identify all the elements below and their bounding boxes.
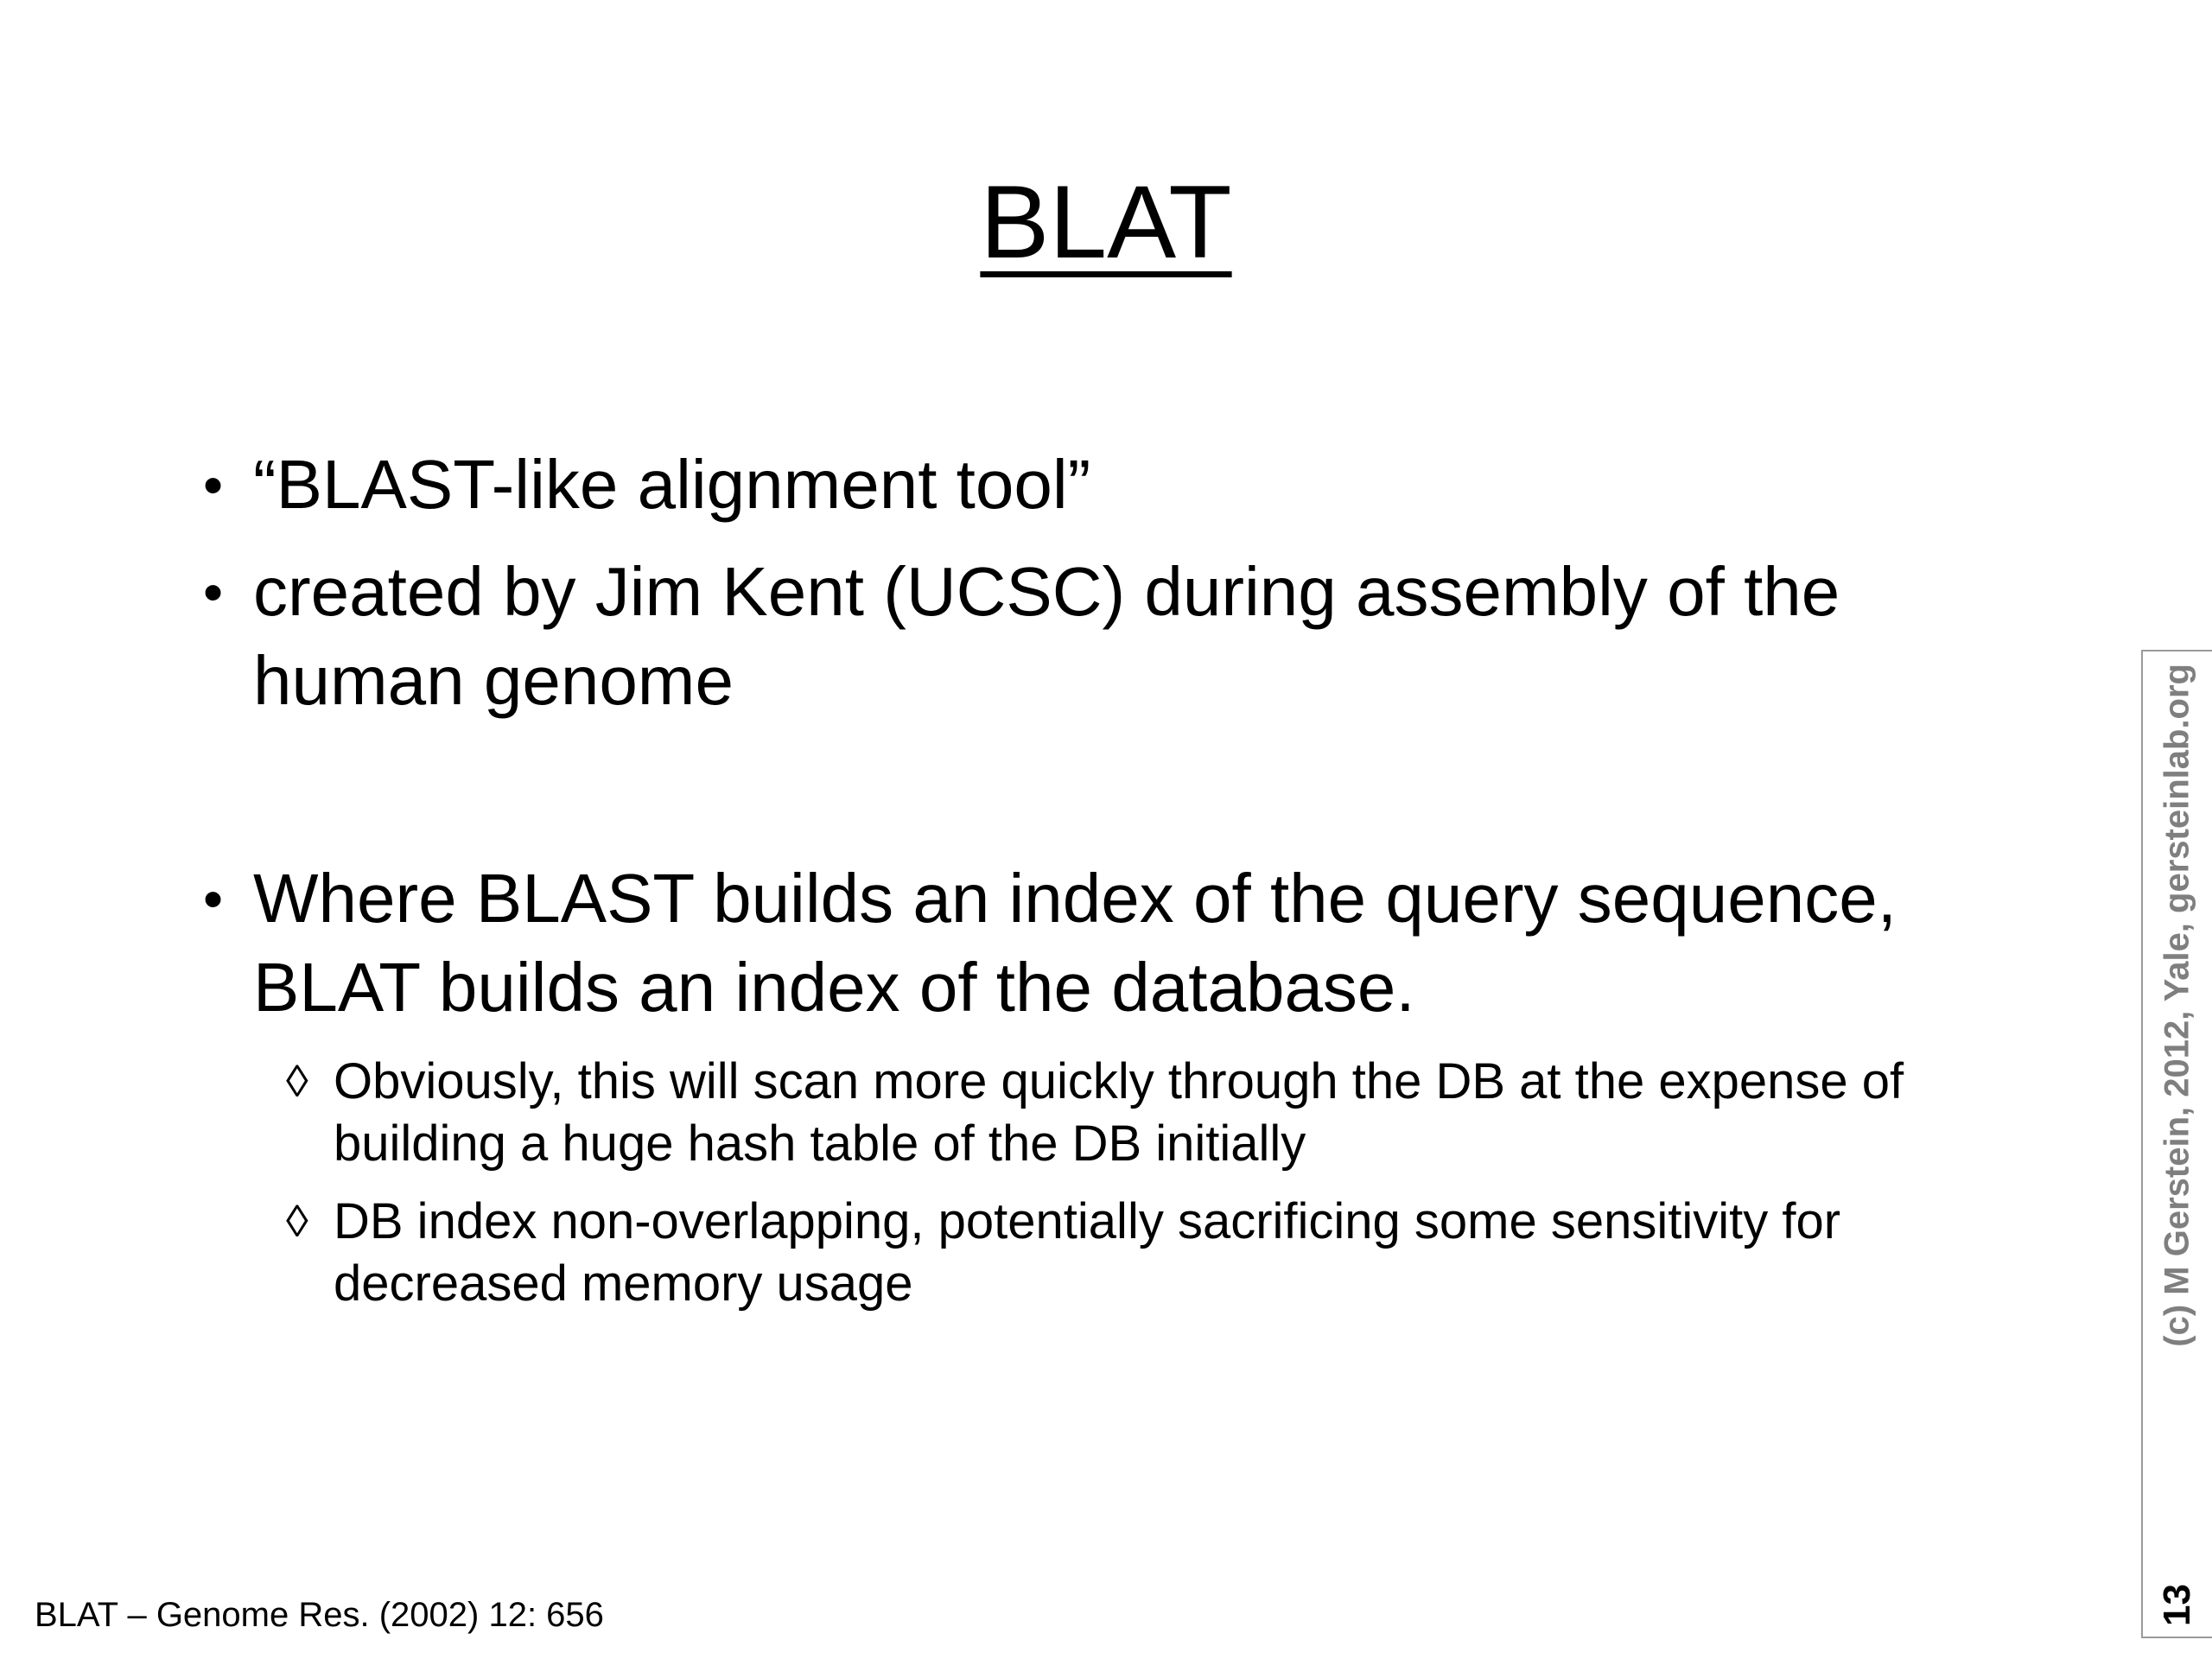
bullet-text: “BLAST-like alignment tool” xyxy=(253,446,1091,523)
sub-bullet-text: Obviously, this will scan more quickly t… xyxy=(334,1052,1904,1172)
slide-title-text: BLAT xyxy=(980,164,1232,280)
diamond-bullet-icon: ◊ xyxy=(286,1056,308,1107)
diamond-bullet-icon: ◊ xyxy=(286,1196,308,1247)
sub-bullet-item: ◊ DB index non-overlapping, potentially … xyxy=(286,1191,2069,1315)
bullet-text: created by Jim Kent (UCSC) during assemb… xyxy=(253,553,1840,719)
bullet-item: • Where BLAST builds an index of the que… xyxy=(203,855,2069,1032)
copyright-text: (c) M Gerstein, 2012, Yale, gersteinlab.… xyxy=(2158,664,2196,1347)
bullet-icon: • xyxy=(203,453,224,517)
bullet-text: Where BLAST builds an index of the query… xyxy=(253,860,1897,1026)
bullet-item: • created by Jim Kent (UCSC) during asse… xyxy=(203,548,2069,725)
bullet-item: • “BLAST-like alignment tool” xyxy=(203,441,2069,529)
page-number: 13 xyxy=(2156,1584,2198,1626)
footer-citation: BLAT – Genome Res. (2002) 12: 656 xyxy=(35,1596,604,1634)
sidebar-box: (c) M Gerstein, 2012, Yale, gersteinlab.… xyxy=(2141,650,2212,1638)
sub-bullet-item: ◊ Obviously, this will scan more quickly… xyxy=(286,1051,2069,1175)
slide-title: BLAT xyxy=(0,160,2212,284)
bullet-list: • “BLAST-like alignment tool” • created … xyxy=(203,441,2069,1331)
bullet-icon: • xyxy=(203,867,224,931)
sub-bullet-text: DB index non-overlapping, potentially sa… xyxy=(334,1192,1841,1312)
bullet-icon: • xyxy=(203,560,224,625)
